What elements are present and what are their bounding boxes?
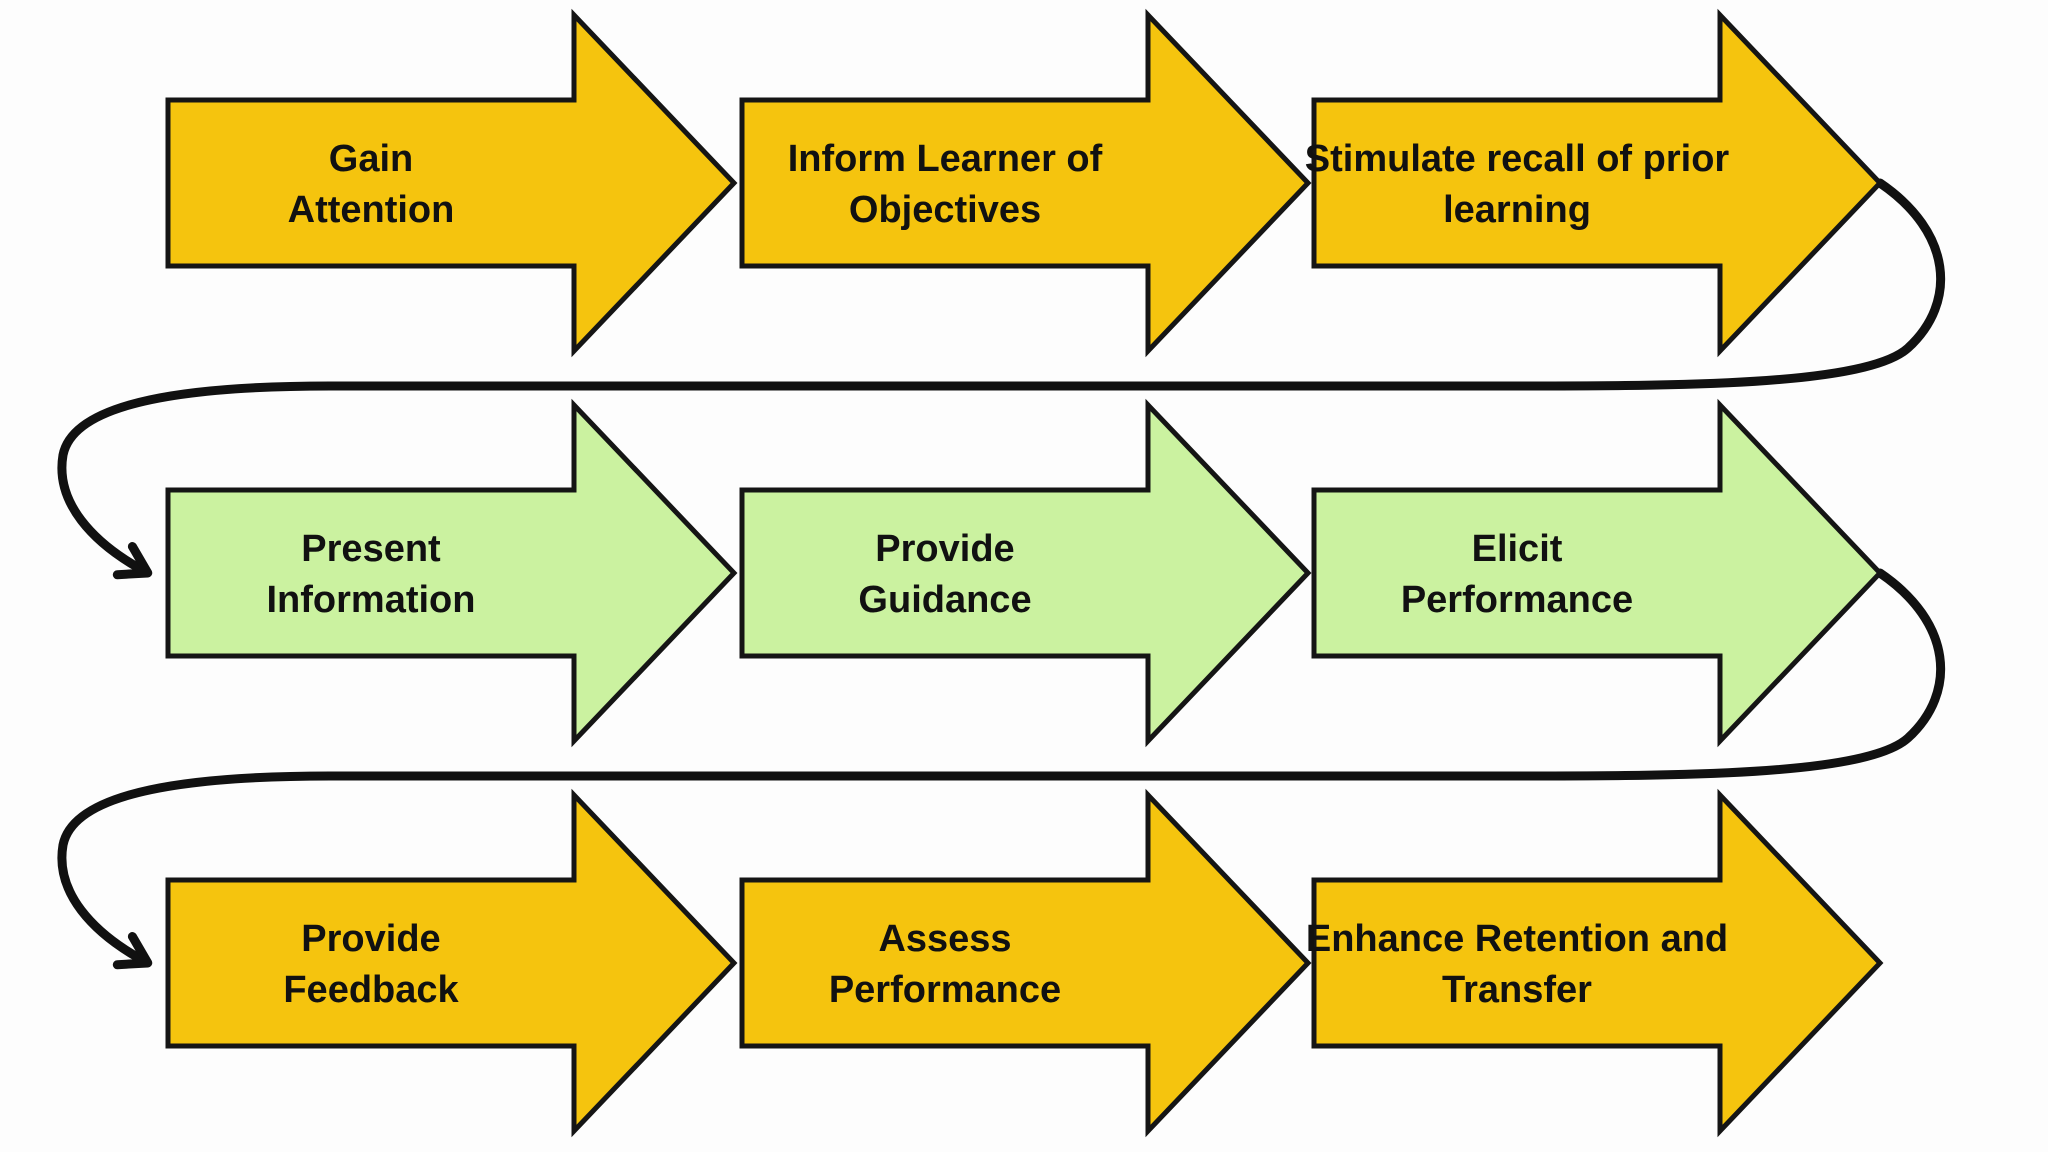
connector-arrow-row1-to-row2 bbox=[57, 178, 1946, 580]
arrow-stimulate-recall-of-prior-learning: Stimulate recall of prior learning bbox=[1305, 8, 1884, 358]
arrow-label-line: Feedback bbox=[283, 969, 459, 1011]
arrow-shape-assess-performance bbox=[739, 788, 1312, 1138]
arrow-label-line: Inform Learner of bbox=[788, 138, 1103, 180]
arrow-shape-provide-guidance bbox=[739, 398, 1312, 748]
arrow-label-line: Performance bbox=[1401, 579, 1633, 621]
arrow-label-line: learning bbox=[1443, 189, 1591, 231]
arrow-shape-stimulate-recall-of-prior-learning bbox=[1311, 8, 1884, 358]
arrow-label-line: Gain bbox=[329, 138, 413, 180]
arrow-shape-gain-attention bbox=[165, 8, 738, 358]
arrow-shape-elicit-performance bbox=[1311, 398, 1884, 748]
arrow-shape-enhance-retention-and-transfer bbox=[1311, 788, 1884, 1138]
arrow-label-line: Performance bbox=[829, 969, 1061, 1011]
arrow-label-line: Provide bbox=[875, 528, 1014, 570]
arrow-label-line: Elicit bbox=[1472, 528, 1563, 570]
arrow-label-line: Stimulate recall of prior bbox=[1305, 138, 1730, 180]
arrow-shape-present-information bbox=[165, 398, 738, 748]
arrow-label-inform-learner-of-objectives: Inform Learner of Objectives bbox=[788, 138, 1103, 231]
arrow-label-line: Assess bbox=[878, 918, 1011, 960]
arrow-inform-learner-of-objectives: Inform Learner of Objectives bbox=[739, 8, 1312, 358]
arrow-label-line: Transfer bbox=[1442, 969, 1592, 1011]
connector-arrow-row2-to-row3 bbox=[57, 568, 1946, 970]
arrow-label-line: Guidance bbox=[858, 579, 1031, 621]
arrow-label-line: Attention bbox=[288, 189, 455, 231]
arrow-label-stimulate-recall-of-prior-learning: Stimulate recall of prior learning bbox=[1305, 138, 1730, 231]
arrow-label-line: Information bbox=[267, 579, 476, 621]
arrow-label-line: Provide bbox=[301, 918, 440, 960]
arrow-label-line: Objectives bbox=[849, 189, 1041, 231]
arrow-label-line: Present bbox=[301, 528, 441, 570]
arrow-shape-provide-feedback bbox=[165, 788, 738, 1138]
arrow-label-line: Enhance Retention and bbox=[1306, 918, 1728, 960]
arrow-shape-inform-learner-of-objectives bbox=[739, 8, 1312, 358]
